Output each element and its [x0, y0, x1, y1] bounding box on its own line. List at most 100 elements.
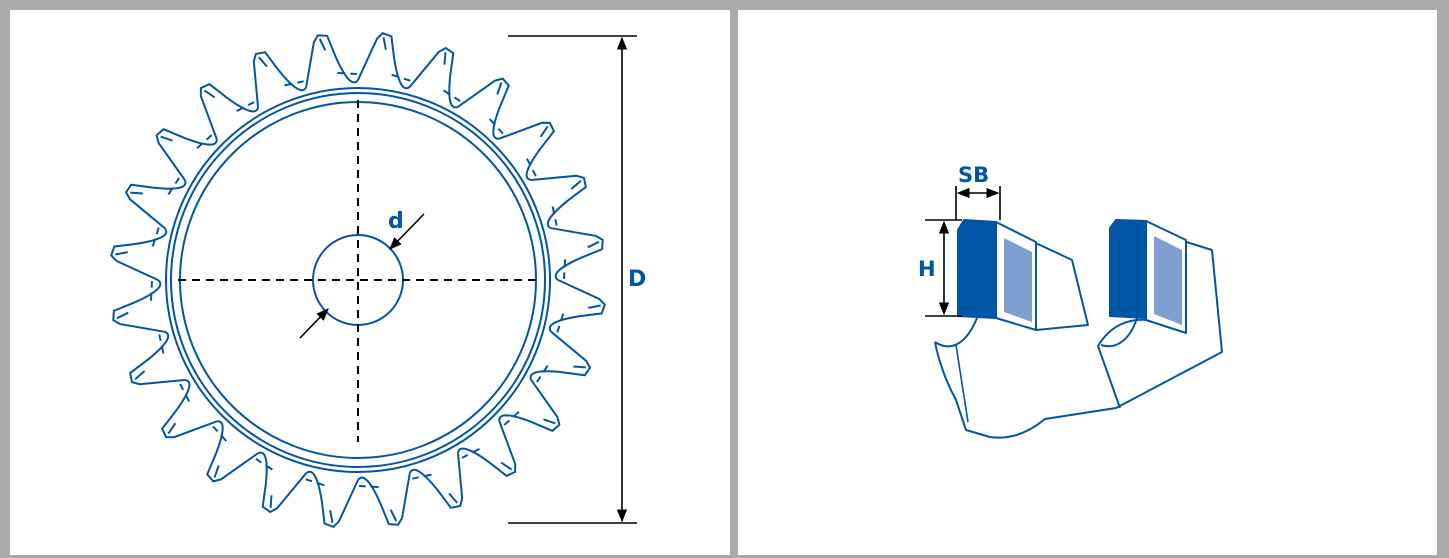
outer-diameter-label: D: [628, 267, 646, 292]
saw-tooth: [110, 227, 168, 281]
tooth-width-dimension: [955, 186, 1001, 220]
tooth-tip-mark: [382, 37, 387, 50]
saw-tooth: [499, 121, 556, 181]
tooth-tip-mark: [115, 251, 128, 256]
tooth-hidden-line: [212, 425, 228, 442]
blade-rim-middle: [170, 92, 546, 468]
tooth-tip-mark: [130, 191, 143, 195]
tooth-tip-mark: [116, 311, 129, 320]
tooth-hidden-line: [151, 227, 160, 247]
tooth-hidden-line: [551, 206, 558, 226]
saw-tooth: [457, 421, 517, 478]
gullet-rear: [1100, 317, 1138, 348]
saw-tooth: [155, 128, 218, 181]
saw-tooth: [498, 379, 561, 432]
bore-arrow-bottom: [299, 308, 329, 339]
tooth-tip-mark: [443, 52, 447, 65]
tooth-hidden-line: [563, 259, 566, 279]
tooth-hidden-line: [236, 101, 255, 112]
tooth-tip-mark: [258, 56, 268, 68]
center-lines: [178, 100, 540, 442]
gullet-front: [934, 317, 978, 348]
tooth-detail: [934, 219, 1223, 439]
tooth-hidden-line: [412, 473, 432, 480]
bore-dimension: [299, 213, 425, 339]
saw-tooth: [199, 82, 259, 139]
tooth-hidden-line: [284, 80, 304, 87]
tooth-tip-mark: [448, 492, 458, 504]
saw-tooth: [257, 451, 307, 514]
saw-tooth: [548, 279, 606, 333]
tooth-hidden-line: [305, 478, 325, 487]
tooth-height-label: H: [918, 257, 936, 281]
bore-diameter-label: d: [388, 209, 404, 234]
tooth-tip-mark: [496, 82, 503, 95]
tooth-hidden-line: [179, 383, 190, 402]
tooth-hidden-line: [536, 365, 549, 383]
tooth-width-label: SB: [958, 163, 989, 187]
saw-tooth: [206, 420, 259, 483]
saw-tooth: [252, 51, 308, 107]
tooth-tip-mark: [500, 461, 513, 471]
saw-tooth: [305, 470, 359, 528]
tooth-hidden-line: [337, 72, 357, 75]
rear-tooth: [1109, 219, 1187, 334]
tooth-tip-mark: [543, 418, 556, 425]
tooth-hidden-line: [488, 118, 504, 135]
tooth-hidden-line: [443, 89, 461, 102]
tooth-tip-mark: [203, 89, 216, 99]
saw-tooth: [357, 32, 411, 90]
saw-tooth: [305, 34, 359, 87]
tooth-tip-mark: [160, 135, 173, 142]
saw-tooth: [129, 330, 185, 386]
saw-tooth: [160, 379, 217, 439]
tooth-hidden-line: [255, 458, 273, 471]
tooth-hidden-line: [391, 73, 411, 82]
blade-panel: [10, 10, 730, 555]
front-tooth-side-shade: [1004, 238, 1032, 322]
saw-tooth: [551, 227, 604, 281]
tooth-tip-mark: [573, 365, 586, 369]
saw-tooth: [529, 331, 592, 381]
tooth-tip-mark: [213, 465, 220, 478]
tooth-tip-mark: [269, 495, 273, 508]
outer-dimension: [508, 35, 637, 524]
front-tooth-face: [957, 219, 997, 319]
saw-tooth: [408, 453, 464, 509]
tooth-panel: [738, 10, 1437, 555]
saw-tooth: [112, 279, 165, 333]
tooth-hidden-line: [167, 177, 180, 195]
front-tooth: [957, 219, 1037, 331]
tooth-tip-mark: [389, 509, 398, 522]
saw-tooth: [409, 46, 459, 109]
tooth-tip-mark: [570, 180, 582, 190]
tooth-hidden-line: [150, 281, 153, 301]
tooth-tip-mark: [329, 510, 334, 523]
tooth-hidden-line: [503, 410, 520, 426]
tooth-tip-mark: [587, 240, 600, 249]
blade-rim-inner: [179, 101, 537, 459]
body-edge-line: [955, 344, 969, 423]
tooth-hidden-line: [526, 158, 537, 177]
tooth-height-dimension: [925, 219, 962, 317]
tooth-tip-mark: [539, 125, 549, 138]
saw-tooth: [531, 174, 587, 230]
rear-tooth-face: [1109, 219, 1147, 319]
tooth-hidden-line: [461, 448, 480, 459]
tooth-hidden-line: [359, 485, 379, 488]
tooth-tip-mark: [318, 38, 327, 51]
tooth-hidden-line: [158, 334, 165, 354]
saw-tooth: [357, 473, 411, 526]
blade-rim-outer: [165, 87, 551, 473]
saw-teeth: [110, 32, 606, 528]
tooth-tip-mark: [134, 370, 146, 380]
saw-tooth: [457, 77, 510, 140]
tooth-hidden-line: [556, 313, 565, 333]
tooth-tip-mark: [167, 422, 177, 435]
saw-tooth: [124, 179, 187, 229]
tooth-hidden-line: [196, 134, 213, 150]
tooth-tip-mark: [588, 304, 601, 309]
bore-arrow-top: [389, 213, 425, 250]
